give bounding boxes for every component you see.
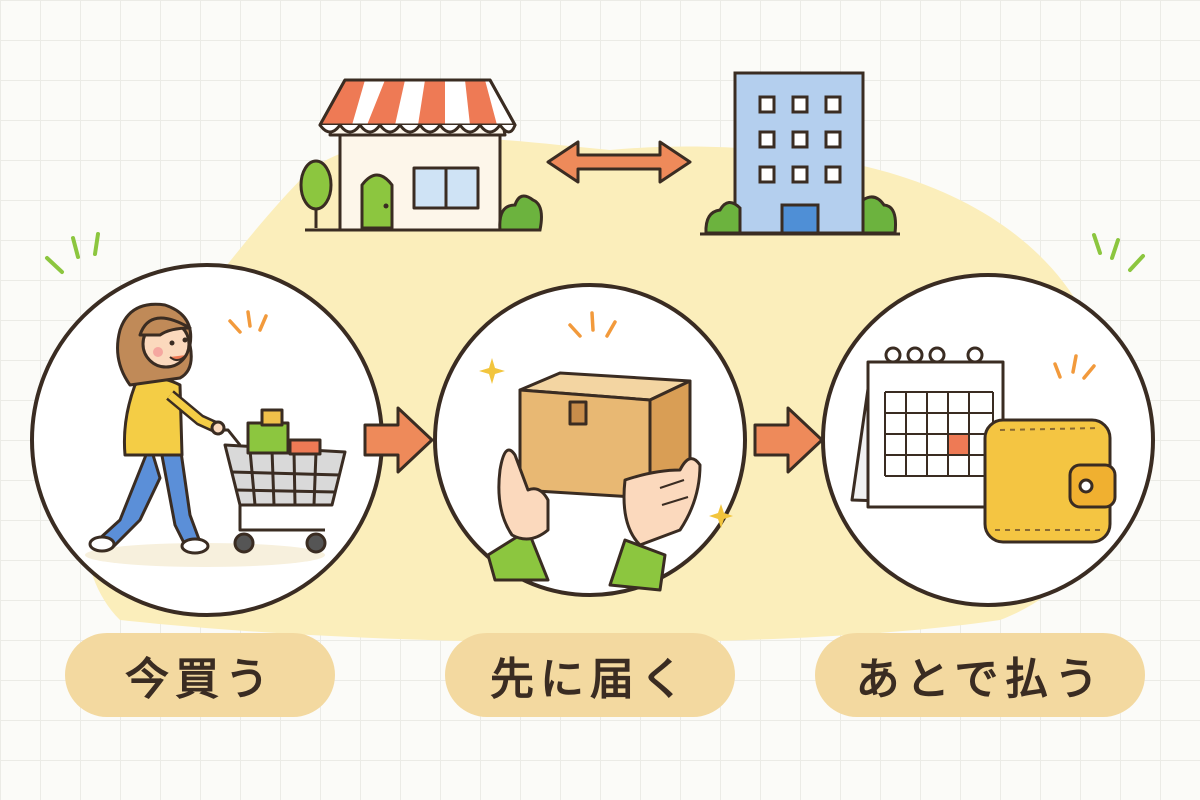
step-3-circle [821,273,1155,607]
hands-icon [486,448,702,592]
sparkle-marks-orange [228,310,268,334]
shopping-cart-icon [220,408,347,554]
sparkle-marks-calendar [1053,354,1096,380]
package-box-icon [518,371,692,500]
sparkle-marks-left [45,232,100,274]
step-3-label: あとで払う [815,633,1145,717]
tree-icon [299,159,333,228]
bush-icon [498,194,543,232]
wallet-icon [983,418,1117,544]
sparkle-marks-right [1092,233,1145,272]
office-building-icon [700,71,900,236]
flow-arrow-2 [753,406,824,474]
step-1-circle [30,263,384,617]
flow-arrow-1 [363,406,434,474]
shop-icon [305,78,540,232]
sparkle-marks-top [568,311,617,338]
sparkle-stars [479,358,733,528]
double-arrow-icon [546,140,692,184]
shopper-person-icon [88,302,226,555]
calendar-icon [850,346,1005,509]
step-1-label: 今買う [65,633,335,717]
step-2-label: 先に届く [445,633,735,717]
step-2-circle [433,283,747,597]
